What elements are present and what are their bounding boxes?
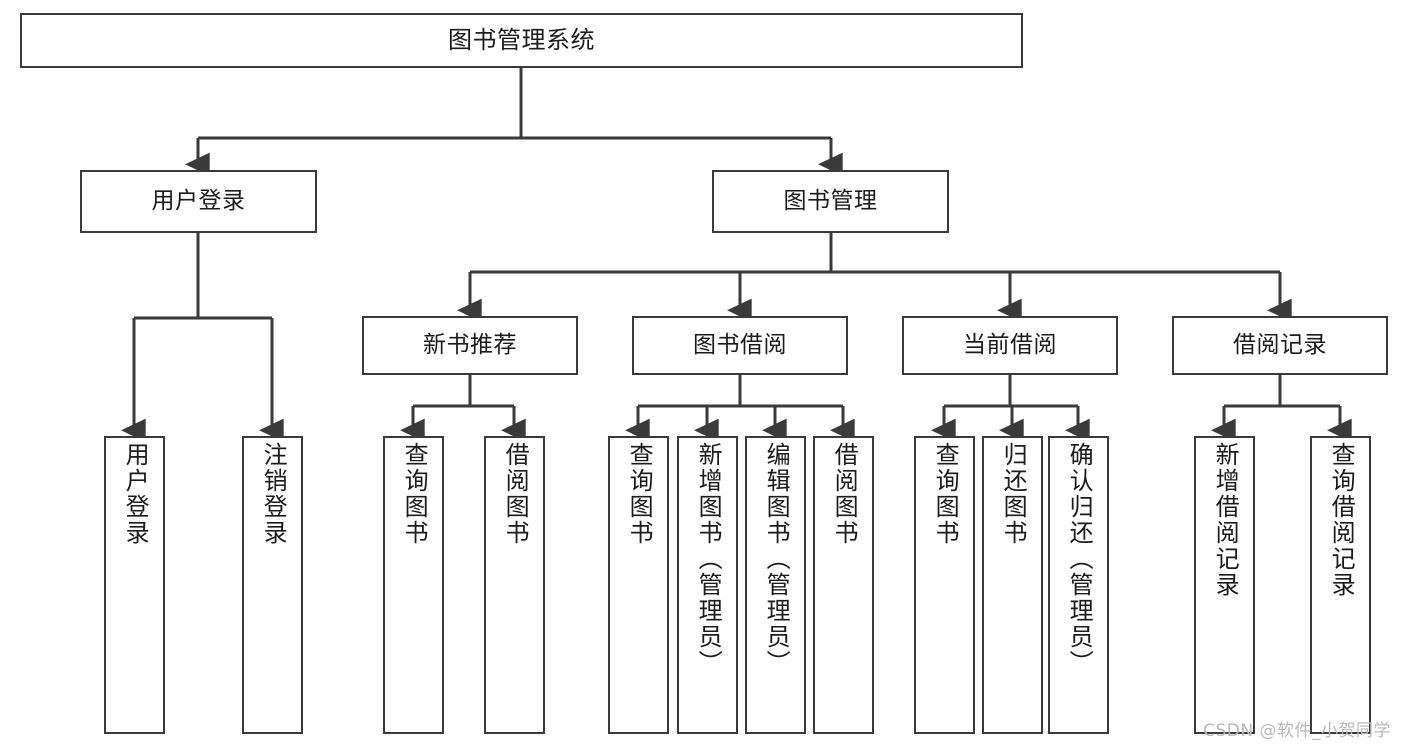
node-leaf-add-record[interactable]: 新增借阅记录: [1194, 436, 1255, 734]
node-user-login-label: 用户登录: [151, 187, 246, 214]
node-leaf-borrow-book-2[interactable]: 借阅图书: [813, 436, 874, 734]
node-new-book-recommend-label: 新书推荐: [423, 331, 517, 358]
csdn-watermark: CSDN @软件_小贺同学: [1203, 721, 1391, 741]
node-leaf-user-login-label: 用户登录: [121, 442, 150, 546]
node-leaf-borrow-book-1-label: 借阅图书: [501, 442, 530, 546]
node-leaf-confirm-return[interactable]: 确认归还（管理员）: [1048, 436, 1109, 734]
node-leaf-return-book-label: 归还图书: [999, 442, 1028, 546]
node-leaf-query-record-label: 查询借阅记录: [1327, 442, 1356, 598]
node-leaf-query-book-1-label: 查询图书: [400, 442, 429, 546]
node-leaf-edit-book-label: 编辑图书（管理员）: [762, 442, 791, 676]
node-root-label: 图书管理系统: [448, 26, 595, 55]
node-leaf-return-book[interactable]: 归还图书: [982, 436, 1043, 734]
node-leaf-edit-book[interactable]: 编辑图书（管理员）: [745, 436, 806, 734]
node-leaf-borrow-book-2-label: 借阅图书: [830, 442, 859, 546]
node-leaf-add-book-label: 新增图书（管理员）: [694, 442, 723, 676]
node-leaf-add-record-label: 新增借阅记录: [1211, 442, 1240, 598]
node-leaf-query-record[interactable]: 查询借阅记录: [1310, 436, 1371, 734]
node-new-book-recommend[interactable]: 新书推荐: [362, 316, 578, 375]
node-current-borrow-label: 当前借阅: [963, 331, 1057, 358]
node-book-manage-label: 图书管理: [783, 187, 878, 214]
node-leaf-logout[interactable]: 注销登录: [242, 436, 303, 734]
node-book-borrow[interactable]: 图书借阅: [632, 316, 848, 375]
node-borrow-record[interactable]: 借阅记录: [1172, 316, 1388, 375]
node-leaf-add-book[interactable]: 新增图书（管理员）: [677, 436, 738, 734]
node-leaf-query-book-3-label: 查询图书: [931, 442, 960, 546]
node-current-borrow[interactable]: 当前借阅: [902, 316, 1118, 375]
node-leaf-query-book-2[interactable]: 查询图书: [608, 436, 669, 734]
node-leaf-logout-label: 注销登录: [259, 442, 288, 546]
node-book-borrow-label: 图书借阅: [693, 331, 787, 358]
node-leaf-confirm-return-label: 确认归还（管理员）: [1065, 442, 1094, 676]
node-user-login[interactable]: 用户登录: [80, 170, 317, 233]
node-root[interactable]: 图书管理系统: [20, 13, 1023, 68]
node-leaf-user-login[interactable]: 用户登录: [104, 436, 165, 734]
node-borrow-record-label: 借阅记录: [1233, 331, 1327, 358]
node-leaf-query-book-2-label: 查询图书: [625, 442, 654, 546]
node-leaf-query-book-3[interactable]: 查询图书: [914, 436, 975, 734]
node-leaf-query-book-1[interactable]: 查询图书: [383, 436, 444, 734]
node-leaf-borrow-book-1[interactable]: 借阅图书: [484, 436, 545, 734]
node-book-manage[interactable]: 图书管理: [712, 170, 949, 233]
